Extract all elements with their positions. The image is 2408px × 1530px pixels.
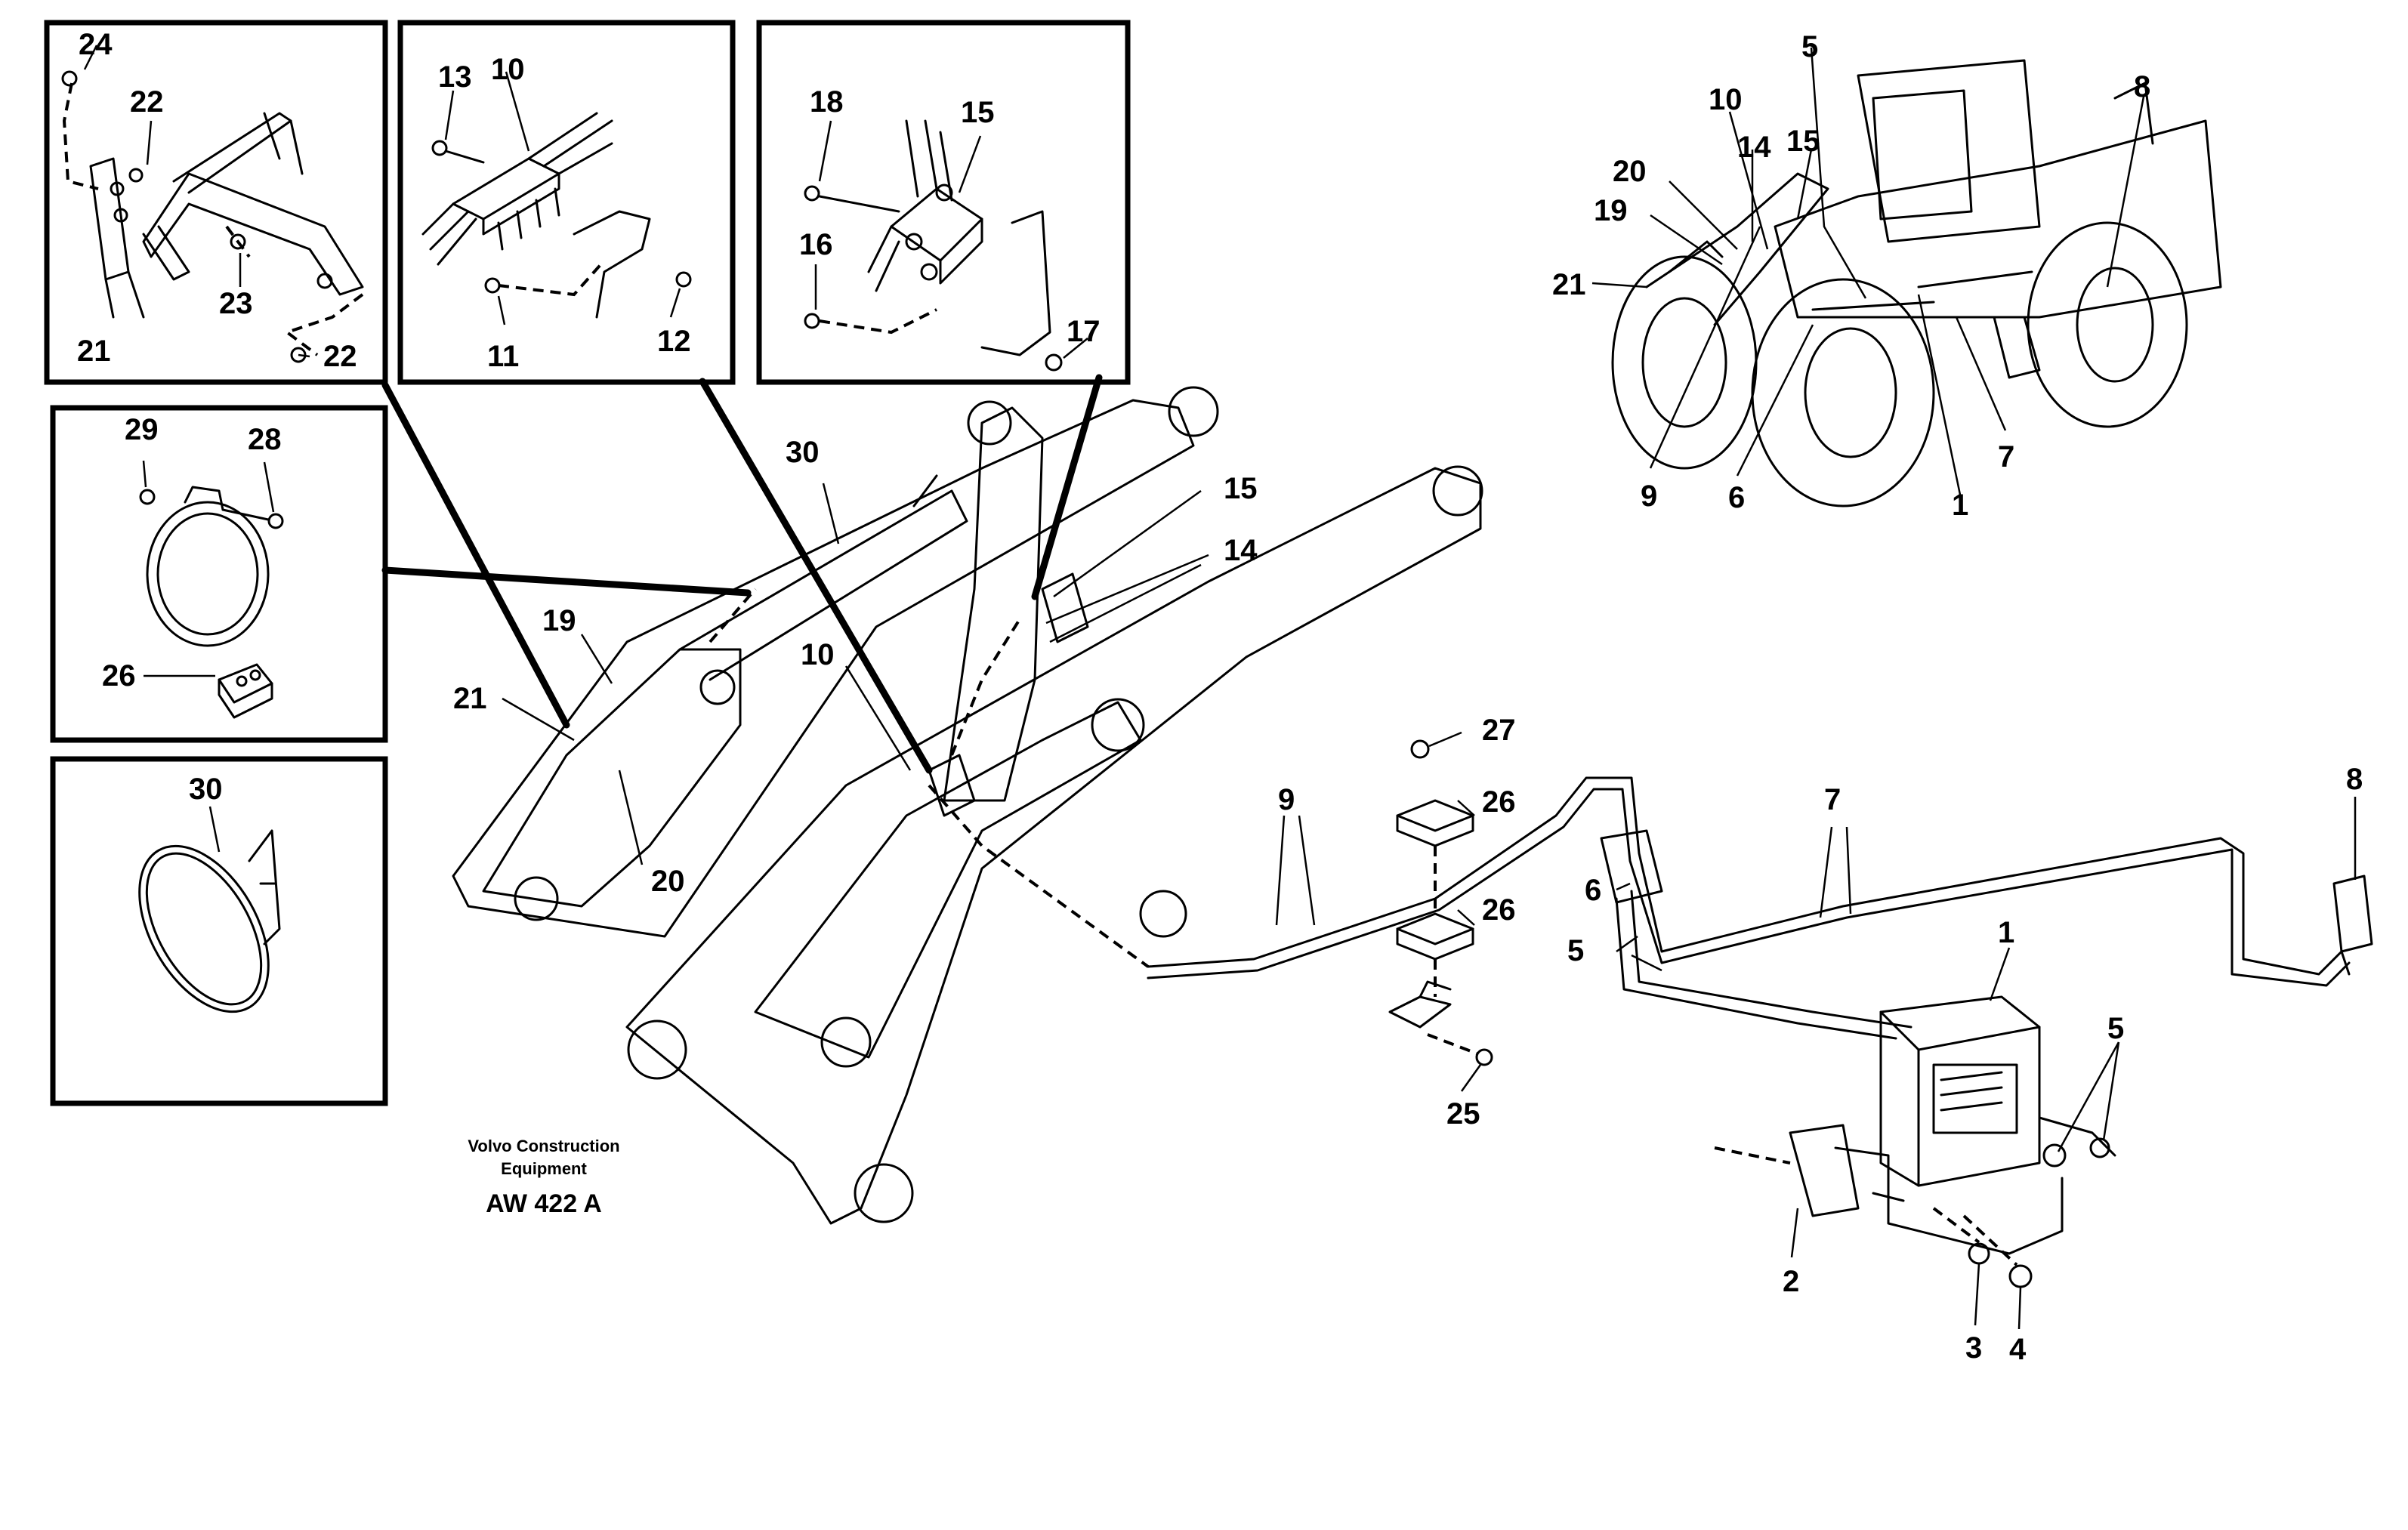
callout-6: 6 [1728,481,1745,514]
wheel-loader-overview [1611,59,2222,507]
callout-13: 13 [438,60,472,94]
callout-30: 30 [189,773,223,806]
callout-25: 25 [1446,1097,1480,1131]
callout-19: 19 [542,604,576,637]
callout-labels: 24 22 23 21 22 13 10 11 12 18 15 16 17 2… [77,28,2363,1366]
manufacturer-line-2: Equipment [501,1159,587,1178]
callout-30: 30 [786,436,820,469]
callout-6: 6 [1585,874,1601,907]
callout-1: 1 [1952,489,1968,522]
connector-lines [381,374,1103,774]
callout-24: 24 [79,28,113,61]
callout-29: 29 [125,413,159,446]
leader-lines [83,45,2357,1330]
loader-arm [452,386,1483,1225]
callout-20: 20 [651,865,685,898]
detail-box-cable-tie [50,756,388,1106]
callout-5: 5 [1801,30,1818,63]
manufacturer-line-1: Volvo Construction [468,1137,619,1155]
callout-27: 27 [1482,714,1516,747]
callout-26: 26 [1482,893,1516,927]
callout-26: 26 [102,659,136,693]
detail-box-valve-15 [756,20,1131,385]
callout-21: 21 [1552,268,1586,301]
callout-1: 1 [1998,916,2014,949]
callout-19: 19 [1594,194,1628,227]
callout-5: 5 [2107,1012,2124,1045]
callout-22: 22 [130,85,164,119]
callout-5: 5 [1567,934,1584,967]
callout-9: 9 [1278,783,1295,816]
callout-3: 3 [1965,1331,1982,1365]
callout-10: 10 [1709,83,1743,116]
callout-8: 8 [2346,763,2363,796]
callout-15: 15 [961,96,995,129]
callout-7: 7 [1824,783,1841,816]
callout-18: 18 [810,85,844,119]
callout-20: 20 [1613,155,1647,188]
hose-run [1147,776,2373,1040]
callout-7: 7 [1998,440,2014,473]
callout-9: 9 [1641,480,1657,513]
callout-23: 23 [219,287,253,320]
callout-26: 26 [1482,785,1516,819]
callout-11: 11 [487,340,519,373]
callout-21: 21 [453,682,487,715]
callout-4: 4 [2009,1333,2027,1366]
callout-16: 16 [799,228,833,261]
figure-caption: Volvo Construction Equipment AW 422 A [468,1137,619,1218]
callout-2: 2 [1783,1265,1799,1298]
callout-21: 21 [77,335,111,368]
figure-code: AW 422 A [486,1189,602,1218]
callout-8: 8 [2134,70,2150,103]
callout-17: 17 [1067,315,1101,348]
control-box [1714,995,2116,1288]
callout-14: 14 [1224,534,1258,567]
callout-14: 14 [1737,131,1771,164]
callout-15: 15 [1786,125,1820,158]
callout-28: 28 [248,423,282,456]
detail-box-clamp [50,405,388,743]
callout-12: 12 [657,325,691,358]
clamp-stack [1388,739,1493,1066]
callout-10: 10 [491,53,525,86]
detail-box-bracket [44,20,388,385]
detail-box-valve-10 [397,20,736,385]
callout-10: 10 [801,638,835,671]
callout-22: 22 [323,340,357,373]
callout-15: 15 [1224,472,1258,505]
